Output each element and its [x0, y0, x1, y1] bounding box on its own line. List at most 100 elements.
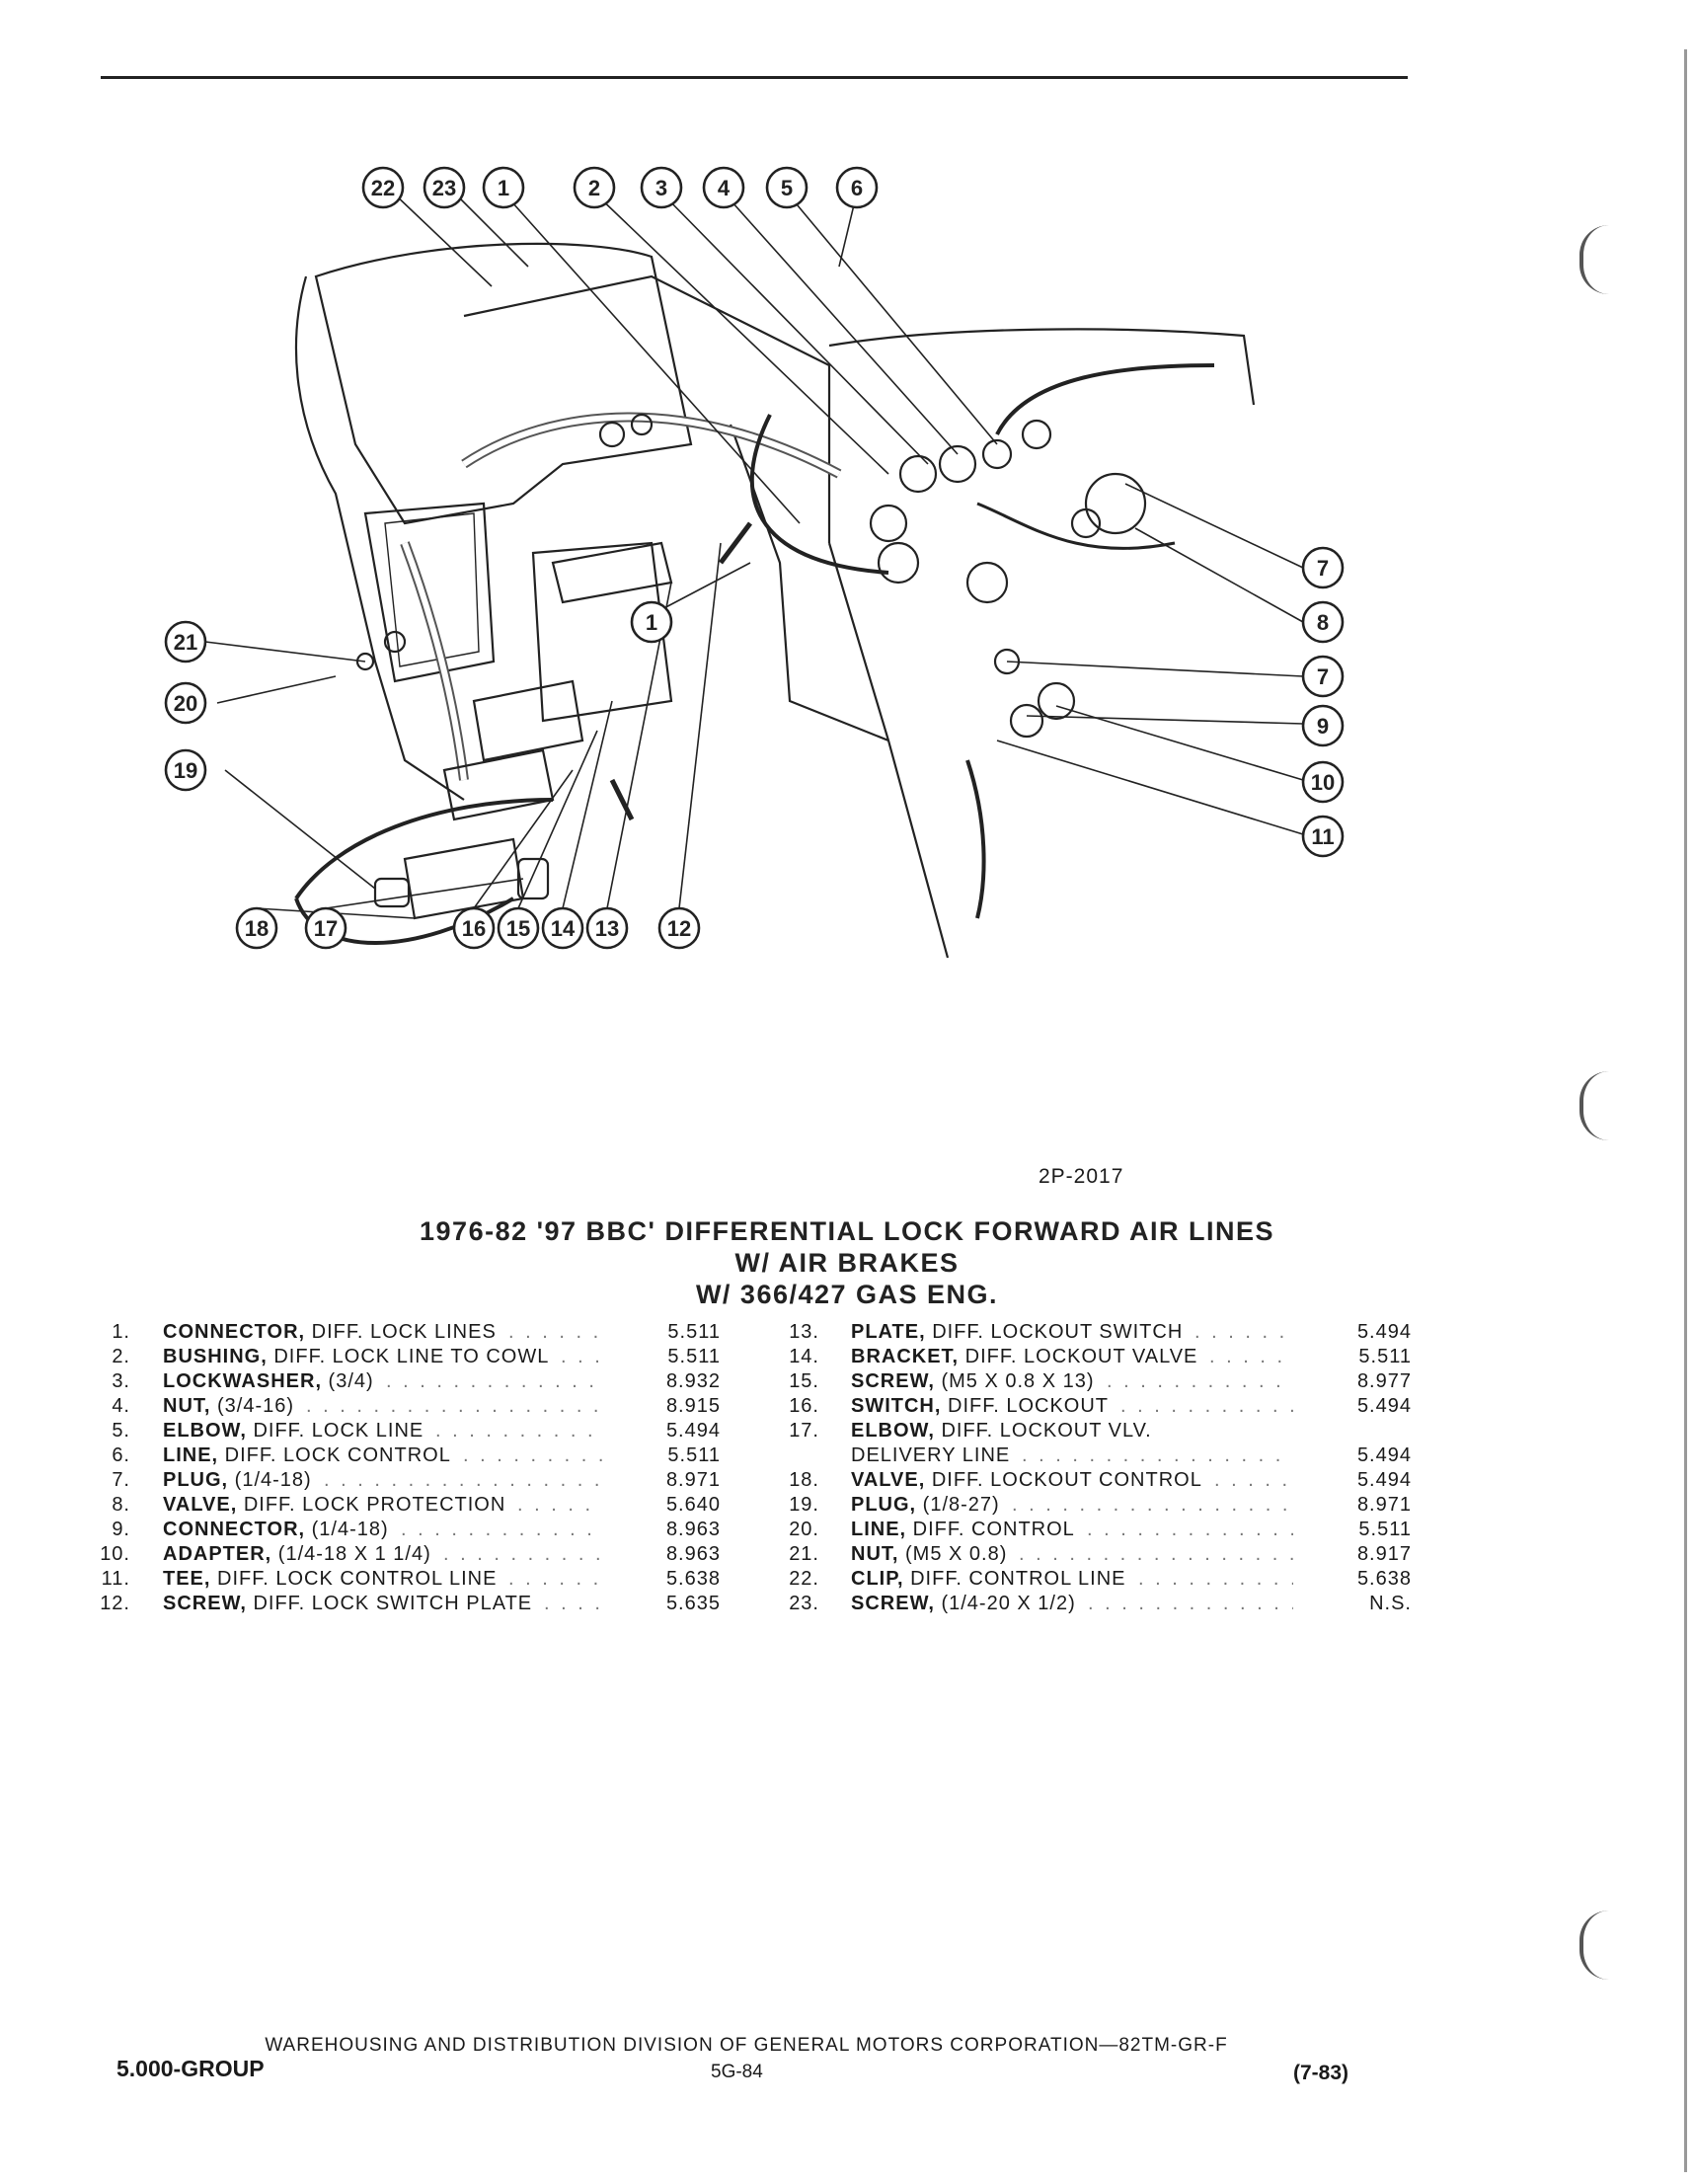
part-group-code: N.S.	[1369, 1593, 1412, 1614]
callout-label-10: 10	[1311, 770, 1335, 795]
parts-list-left: 1.CONNECTOR, DIFF. LOCK LINES. . . . . .…	[0, 1321, 750, 1637]
callout-label-18: 18	[245, 916, 269, 941]
callout-label-23: 23	[432, 176, 456, 200]
parts-row: 23.SCREW, (1/4-20 X 1/2). . . . . . . . …	[0, 1593, 1694, 1618]
part-description: SCREW, DIFF. LOCK SWITCH PLATE	[163, 1593, 533, 1614]
binder-hole-top	[1579, 225, 1613, 294]
part-number: 5.	[112, 1420, 130, 1442]
part-description: LINE, DIFF. LOCK CONTROL	[163, 1444, 451, 1466]
leader-dots: . . . . . . . . . . . . . . . . . . . . …	[306, 1395, 602, 1417]
callout-14	[541, 906, 584, 950]
callout-label-11: 11	[1311, 824, 1334, 849]
part-description: BRACKET, DIFF. LOCKOUT VALVE	[851, 1346, 1198, 1367]
callout-label-2: 2	[588, 176, 600, 200]
leader-dots: . . . . . . . . . . . . . . . . . . . . …	[386, 1370, 602, 1392]
part-description: DELIVERY LINE	[851, 1444, 1011, 1466]
part-number: 7.	[112, 1469, 130, 1491]
part-group-code: 8.963	[665, 1543, 721, 1565]
binder-hole-bottom	[1579, 1911, 1613, 1980]
parts-row: 4.NUT, (3/4-16). . . . . . . . . . . . .…	[0, 1395, 750, 1421]
callout-label-8: 8	[1317, 610, 1329, 635]
part-group-code: 5.511	[667, 1321, 721, 1343]
parts-row: 17.ELBOW, DIFF. LOCKOUT VLV.	[0, 1420, 1694, 1445]
parts-row: 5.ELBOW, DIFF. LOCK LINE. . . . . . . . …	[0, 1420, 750, 1445]
part-group-code: 8.971	[665, 1469, 721, 1491]
leader-dots: . . . . . . . . . . . . . . . . . . . . …	[1087, 1519, 1293, 1540]
callout-19	[164, 748, 207, 792]
leader-dots: . . . . . . . . . . . . . . . . . . . . …	[1120, 1395, 1293, 1417]
part-number: 19.	[789, 1494, 819, 1516]
callout-4	[702, 166, 745, 209]
callout-label-7b: 7	[1317, 664, 1329, 689]
part-group-code: 8.971	[1356, 1494, 1412, 1516]
callout-5	[765, 166, 808, 209]
callout-12	[657, 906, 701, 950]
parts-row: 13.PLATE, DIFF. LOCKOUT SWITCH. . . . . …	[0, 1321, 1694, 1347]
part-description: PLUG, (1/8-27)	[851, 1494, 1000, 1516]
parts-row: 11.TEE, DIFF. LOCK CONTROL LINE. . . . .…	[0, 1568, 750, 1594]
leader-dots: . . . . . . . . . . . . . . . . . . . . …	[435, 1420, 602, 1442]
leader-dots: . . . . . . . . . . . . . . . . . . . . …	[508, 1568, 602, 1590]
parts-row: 18.VALVE, DIFF. LOCKOUT CONTROL. . . . .…	[0, 1469, 1694, 1495]
callout-label-9: 9	[1317, 714, 1329, 739]
callout-2	[573, 166, 616, 209]
callout-label-15: 15	[506, 916, 530, 941]
leader-dots: . . . . . . . . . . . . . . . . . . . . …	[443, 1543, 602, 1565]
part-number: 14.	[789, 1346, 819, 1367]
part-number: 15.	[789, 1370, 819, 1392]
part-number: 23.	[789, 1593, 819, 1614]
parts-row: 2.BUSHING, DIFF. LOCK LINE TO COWL. . . …	[0, 1346, 750, 1371]
part-group-code: 8.963	[665, 1519, 721, 1540]
leader-dots: . . . . . . . . . . . . . . . . . . . . …	[401, 1519, 602, 1540]
part-number: 4.	[112, 1395, 130, 1417]
callout-18	[235, 906, 278, 950]
part-group-code: 5.640	[665, 1494, 721, 1516]
callout-label-20: 20	[174, 691, 197, 716]
part-description: SCREW, (M5 X 0.8 X 13)	[851, 1370, 1095, 1392]
parts-row: 22. CLIP, DIFF. CONTROL LINE . . . . . . .…	[0, 1568, 1694, 1594]
parts-row: 9.CONNECTOR, (1/4-18). . . . . . . . . .…	[0, 1519, 750, 1544]
callout-label-6: 6	[851, 176, 863, 200]
leader-dots: . . . . . . . . . . . . . . . . . . . . …	[517, 1494, 602, 1516]
part-number: 17.	[789, 1420, 819, 1442]
leader-dots: . . . . . . . . . . . . . . . . . . . . …	[561, 1346, 602, 1367]
part-group-code: 5.635	[665, 1593, 721, 1614]
part-group-code: 5.511	[667, 1444, 721, 1466]
callout-22	[361, 166, 405, 209]
leader-dots: . . . . . . . . . . . . . . . . . . . . …	[1022, 1444, 1293, 1466]
part-number: 22.	[789, 1568, 819, 1590]
parts-row: 10.ADAPTER, (1/4-18 X 1 1/4). . . . . . …	[0, 1543, 750, 1569]
part-description: ADAPTER, (1/4-18 X 1 1/4)	[163, 1543, 431, 1565]
footer-page-number: 5G-84	[711, 2062, 763, 2082]
part-group-code: 5.511	[1358, 1346, 1412, 1367]
callout-label-12: 12	[667, 916, 691, 941]
leader-dots: . . . . . . . . . . . . . . . . . . . . …	[463, 1444, 602, 1466]
part-description: SWITCH, DIFF. LOCKOUT	[851, 1395, 1110, 1417]
part-description: CLIP, DIFF. CONTROL LINE	[851, 1568, 1126, 1590]
parts-row: DELIVERY LINE . . . . . . . . . . . . . .…	[0, 1444, 1694, 1470]
part-description: CONNECTOR, (1/4-18)	[163, 1519, 389, 1540]
callout-label-19: 19	[174, 758, 197, 783]
callout-11	[1301, 815, 1345, 858]
part-number: 2.	[112, 1346, 130, 1367]
callout-label-14: 14	[551, 916, 576, 941]
callout-20	[164, 681, 207, 725]
callout-label-4: 4	[718, 176, 731, 200]
callout-9	[1301, 704, 1345, 747]
callout-label-5: 5	[781, 176, 793, 200]
part-number: 8.	[112, 1494, 130, 1516]
parts-row: 14. BRACKET, DIFF. LOCKOUT VALVE . . . . .…	[0, 1346, 1694, 1371]
callout-label-17: 17	[314, 916, 338, 941]
part-group-code: 5.511	[1358, 1519, 1412, 1540]
footer-date: (7-83)	[1293, 2062, 1349, 2084]
parts-row: 20.LINE, DIFF. CONTROL. . . . . . . . . …	[0, 1519, 1694, 1544]
part-number: 13.	[789, 1321, 819, 1343]
binder-hole-middle	[1579, 1071, 1613, 1140]
leader-dots: . . . . . . . . . . . . . . . . . . . . …	[544, 1593, 602, 1614]
callout-7b	[1301, 655, 1345, 698]
part-group-code: 5.638	[665, 1568, 721, 1590]
parts-list-right: 13.PLATE, DIFF. LOCKOUT SWITCH. . . . . …	[0, 1321, 1694, 1637]
callout-13	[585, 906, 629, 950]
callout-1-top	[482, 166, 525, 209]
part-group-code: 5.494	[1356, 1395, 1412, 1417]
